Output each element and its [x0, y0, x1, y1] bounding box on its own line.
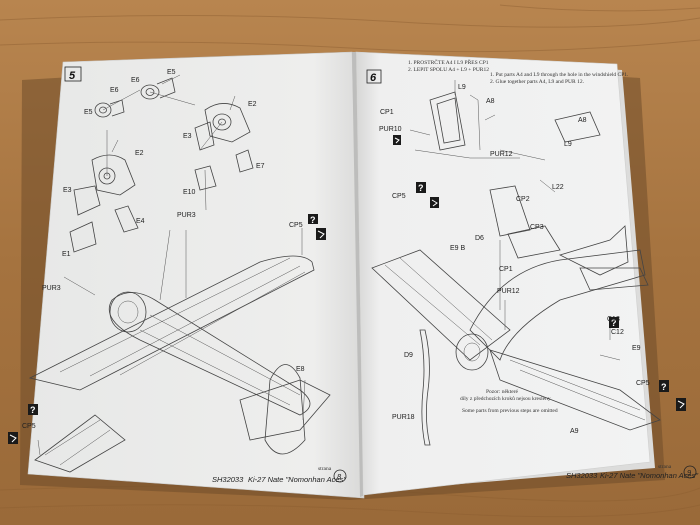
footer-code-left: SH32033 — [212, 475, 244, 484]
label-cp5-left: CP5 — [392, 193, 406, 200]
svg-text:?: ? — [661, 382, 667, 392]
canopy-parts — [409, 80, 601, 259]
svg-text:?: ? — [611, 318, 617, 328]
footer-code-right: SH32033 — [566, 471, 598, 480]
right-page — [355, 51, 651, 496]
spine — [352, 52, 363, 497]
label-e2-right: E2 — [248, 101, 257, 108]
label-e9-left: E9 B — [450, 245, 466, 252]
footer-title-left: Ki-27 Nate "Nomonhan Aces" — [248, 475, 346, 484]
label-c12: C12 — [611, 329, 624, 336]
step-box-left — [64, 66, 82, 82]
label-a8-side: A8 — [578, 117, 587, 124]
label-pur10: PUR10 — [379, 126, 402, 133]
footer-small-left: strana — [318, 466, 332, 472]
step-number-left: 5 — [69, 70, 76, 82]
label-d9: D9 — [404, 352, 413, 359]
page-number-circle-left — [333, 469, 347, 483]
label-pur3-mid: PUR3 — [177, 212, 196, 219]
label-pur12-top: PUR12 — [490, 151, 513, 158]
instruction-cz-1: 1. PROSTRČTE A4 I L9 PŘES CP1 — [408, 58, 489, 66]
right-page-diagram: 6 1. PROSTRČTE A4 I L9 PŘES CP1 2. LEPIT… — [366, 58, 698, 480]
label-cp2: CP2 — [516, 196, 530, 203]
landing-gear-parts — [69, 74, 254, 253]
svg-text:?: ? — [418, 183, 424, 193]
label-a9: A9 — [570, 428, 579, 435]
label-cp1-mid: CP1 — [499, 266, 513, 273]
label-l9-top: L9 — [458, 84, 466, 91]
right-airplane — [371, 225, 661, 446]
label-e10: E10 — [183, 189, 196, 196]
label-e3-left: E3 — [63, 187, 72, 194]
note-czech-1: Pozor: některé — [486, 389, 518, 395]
label-e3-mid: E3 — [183, 133, 192, 140]
page-number-circle-right — [683, 465, 697, 479]
footer-title-right: Ki-27 Nate "Nomonhan Aces" — [600, 471, 698, 480]
left-page-diagram: 5 — [8, 66, 347, 484]
label-e6-top: E6 — [131, 77, 140, 84]
label-cp3: CP3 — [530, 224, 544, 231]
instruction-cz-2: 2. LEPIT SPOLU A4 + L9 + PUR12 — [408, 67, 489, 73]
label-pur18: PUR18 — [392, 414, 415, 421]
page-number-left: 8 — [337, 472, 342, 481]
footer-small-right: strana — [658, 464, 672, 470]
label-d6: D6 — [475, 235, 484, 242]
label-cp5: CP5 — [289, 222, 303, 229]
instruction-en-2: 2. Glue together parts A4, L9 and PUR 12… — [490, 79, 585, 85]
label-e4: E4 — [136, 218, 145, 225]
label-e5-left: E5 — [84, 109, 93, 116]
label-cp1-top: CP1 — [380, 109, 394, 116]
label-e6-mid: E6 — [110, 87, 119, 94]
step-number-right: 6 — [370, 72, 377, 84]
left-cement-markers: ? ? — [8, 214, 326, 444]
label-e7: E7 — [256, 163, 265, 170]
label-c13: C13 — [607, 316, 620, 323]
left-page — [27, 51, 365, 499]
label-e8: E8 — [296, 366, 305, 373]
label-e9-right: E9 — [632, 345, 641, 352]
instruction-en-1: 1. Put parts A4 and L9 through the hole … — [490, 72, 629, 78]
label-l22: L22 — [552, 184, 564, 191]
step-box-right — [366, 69, 382, 84]
note-czech-2: díly z předchozích kroků nejsou kresleny — [460, 395, 551, 402]
label-l9-side: L9 — [564, 141, 572, 148]
page-number-right: 9 — [687, 468, 692, 477]
right-cement-markers: ? ? ? — [393, 135, 686, 411]
note-english: Some parts from previous steps are omitt… — [462, 407, 558, 414]
svg-text:?: ? — [30, 405, 36, 415]
svg-text:?: ? — [310, 215, 316, 225]
left-airplane — [28, 228, 331, 473]
label-cp5-right: CP5 — [636, 380, 650, 387]
label-a8-top: A8 — [486, 98, 495, 105]
label-e2-mid: E2 — [135, 150, 144, 157]
label-pur12-mid: PUR12 — [497, 288, 520, 295]
label-cp5-low: CP5 — [22, 423, 36, 430]
label-e1: E1 — [62, 251, 71, 258]
label-e5-top: E5 — [167, 69, 176, 76]
label-pur3-left: PUR3 — [42, 285, 61, 292]
